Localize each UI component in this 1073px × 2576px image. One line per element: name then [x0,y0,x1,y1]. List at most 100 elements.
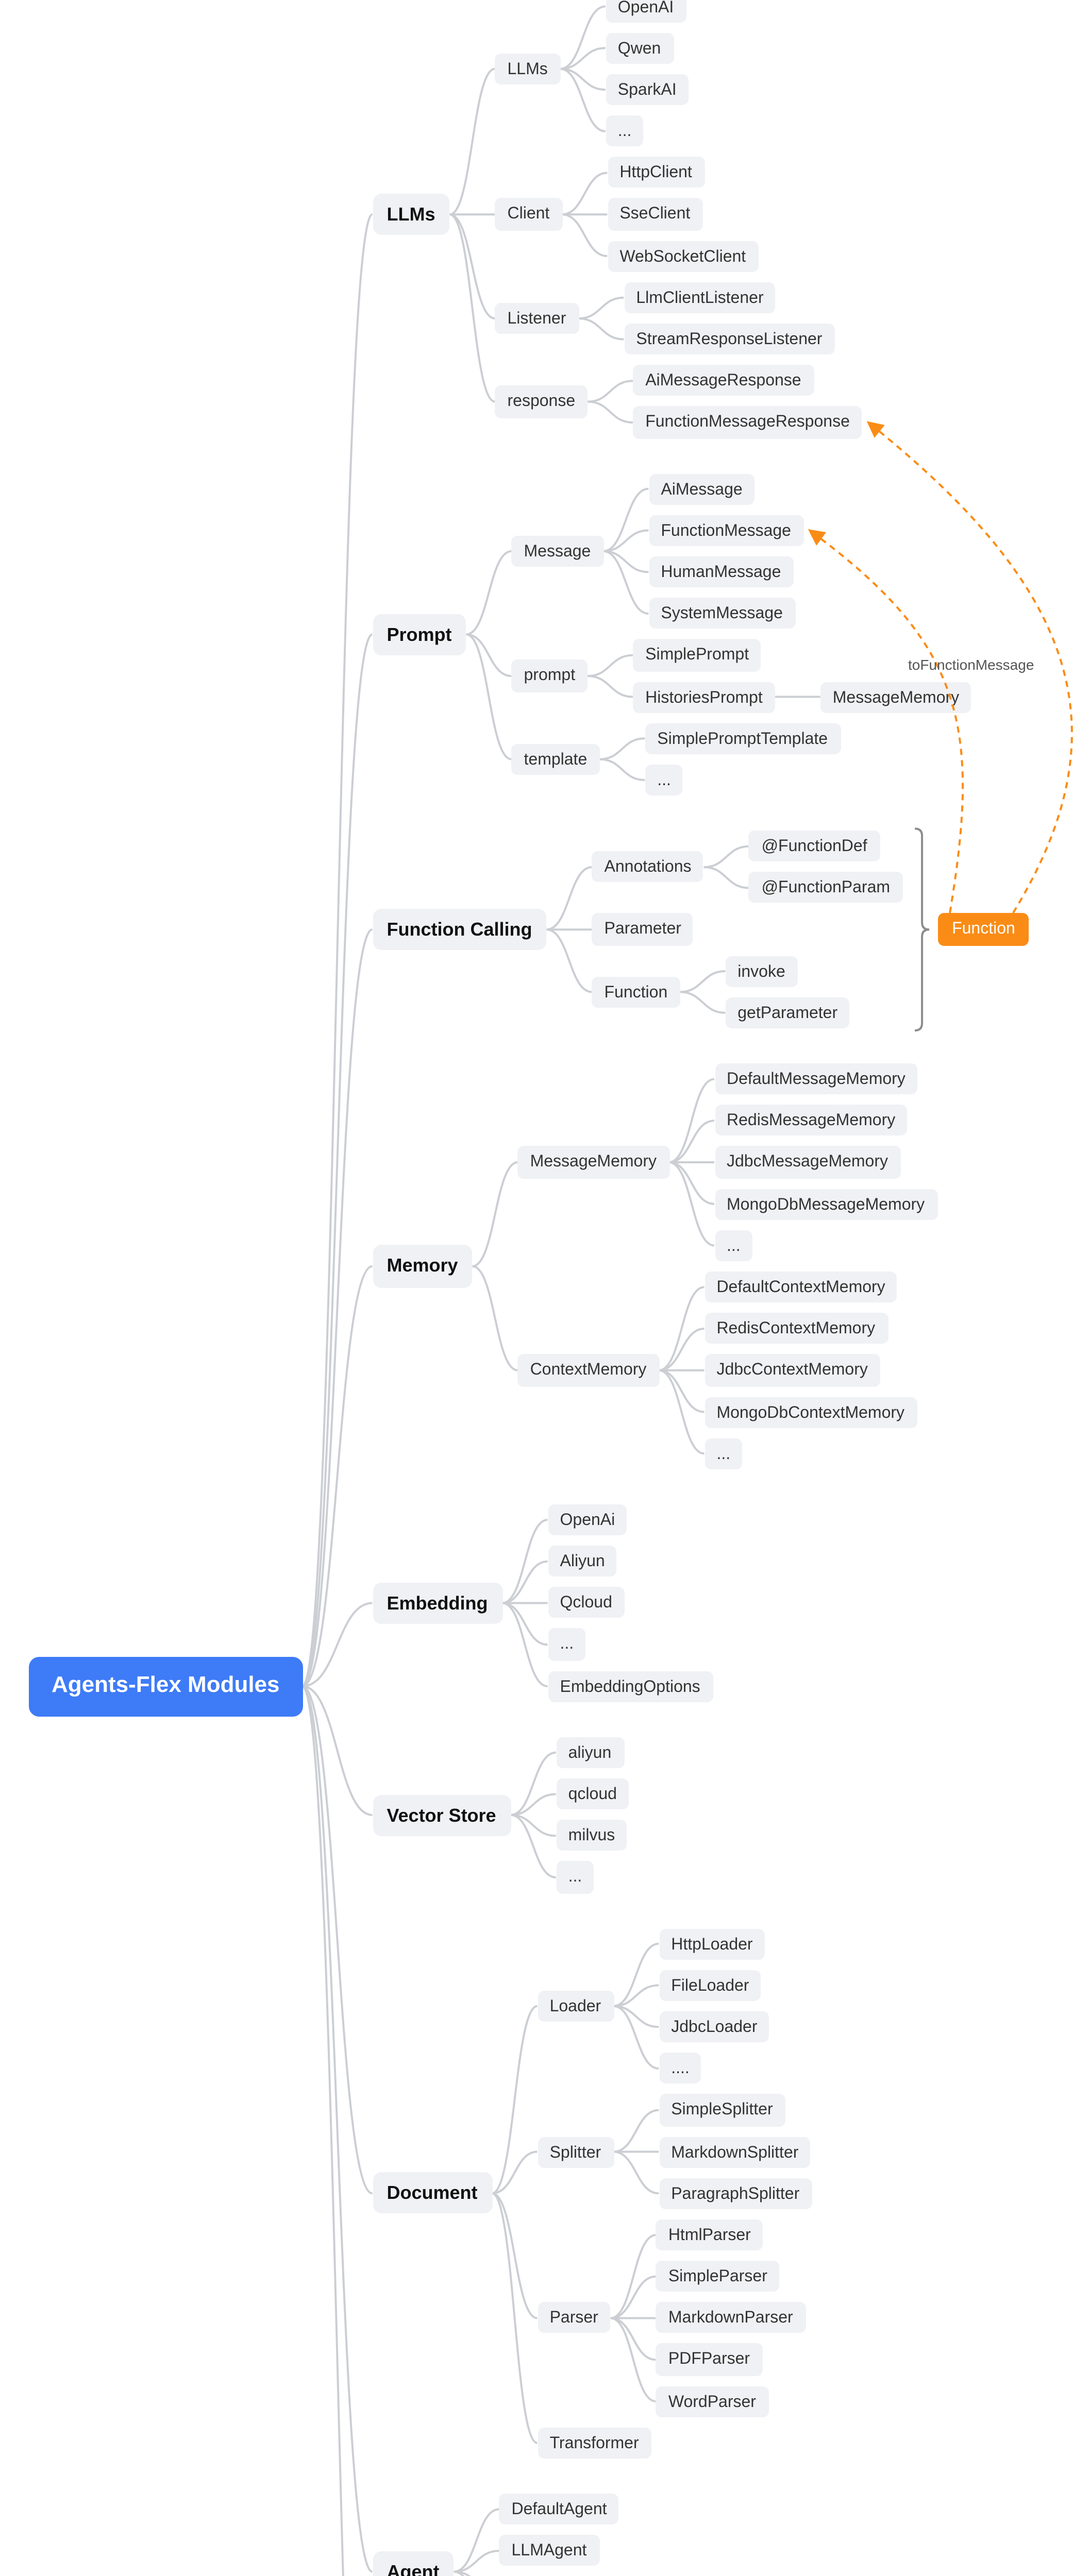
mindmap-node-parameter[interactable]: Parameter [592,913,694,945]
mindmap-node-prompt[interactable]: prompt [511,660,588,692]
mindmap-node-qcloud[interactable]: qcloud [556,1778,629,1810]
mindmap-node-getparameter[interactable]: getParameter [725,997,850,1029]
mindmap-node-mongodbcontextmemory[interactable]: MongoDbContextMemory [704,1396,917,1428]
mindmap-node-sseclient[interactable]: SseClient [607,198,703,230]
mindmap-node-document[interactable]: Document [372,2172,492,2214]
mindmap-node-aliyun[interactable]: Aliyun [547,1546,617,1578]
mindmap-node-ellipsis[interactable]: ... [605,115,644,147]
children-group: SimplePromptTemplate... [645,722,841,796]
mindmap-node-simplesplitter[interactable]: SimpleSplitter [659,2094,785,2126]
mindmap-node-transformer[interactable]: Transformer [537,2427,651,2459]
mindmap-node-messagememory[interactable]: MessageMemory [517,1146,669,1178]
mindmap-node-llmagent[interactable]: LLMAgent [499,2535,599,2567]
mindmap-node-markdownsplitter[interactable]: MarkdownSplitter [659,2136,811,2167]
mindmap-node-listener[interactable]: Listener [495,302,579,334]
mindmap-node-simpleprompttemplate[interactable]: SimplePromptTemplate [645,722,841,754]
mindmap-node-invoke[interactable]: invoke [725,955,798,987]
mindmap-node-fileloader[interactable]: FileLoader [659,1970,762,2001]
mindmap-node-prompt[interactable]: Prompt [372,613,466,656]
mindmap-node-contextmemory[interactable]: ContextMemory [517,1354,659,1386]
mindmap-node-aimessage[interactable]: AiMessage [648,473,755,505]
mindmap-node-simpleprompt[interactable]: SimplePrompt [633,639,762,671]
mindmap-node-response[interactable]: response [495,386,588,417]
mindmap-node-wordparser[interactable]: WordParser [656,2385,768,2417]
mindmap-node-template[interactable]: template [511,743,600,775]
mindmap-node-ellipsis[interactable]: ... [556,1861,595,1893]
mindmap-node-aimessageresponse[interactable]: AiMessageResponse [633,365,814,397]
children-group: invoke getParameter [725,955,850,1029]
mindmap-node-ellipsis[interactable]: ... [645,764,683,796]
mindmap-node-humanmessage[interactable]: HumanMessage [648,556,794,588]
mindmap-node-qcloud[interactable]: Qcloud [547,1587,625,1619]
mindmap-node-embedding[interactable]: Embedding [372,1582,502,1624]
mindmap-node-ellipsis[interactable]: .... [659,2053,702,2084]
mindmap-node-memory[interactable]: Memory [372,1245,473,1287]
mindmap-node-ellipsis[interactable]: ... [704,1437,743,1469]
mindmap-node-milvus[interactable]: milvus [556,1820,628,1852]
mindmap-node-ellipsis[interactable]: ... [547,1629,586,1660]
mindmap-node-annotations[interactable]: Annotations [592,851,704,883]
mindmap-node-httploader[interactable]: HttpLoader [659,1928,765,1960]
mindmap-node-loader[interactable]: Loader [537,1990,614,2022]
mindmap-node-htmlparser[interactable]: HtmlParser [656,2219,763,2251]
mindmap-node-openai[interactable]: OpenAI [605,0,686,22]
mindmap-node-paragraphsplitter[interactable]: ParagraphSplitter [659,2177,812,2209]
mindmap-node-systemmessage[interactable]: SystemMessage [648,598,795,630]
mindmap-node-llms[interactable]: LLMs [372,193,450,235]
mindmap-node-streamresponselistener[interactable]: StreamResponseListener [624,324,835,355]
mindmap-node-markdownparser[interactable]: MarkdownParser [656,2302,806,2334]
mindmap-node-functiondef[interactable]: @FunctionDef [749,831,880,862]
mindmap-node-functionmessageresponse[interactable]: FunctionMessageResponse [633,406,862,438]
mindmap-node-llms[interactable]: LLMs [495,53,560,84]
mindmap-node-embeddingoptions[interactable]: EmbeddingOptions [547,1670,713,1702]
mindmap-node-aliyun[interactable]: aliyun [556,1737,624,1769]
children-group: @FunctionDef @FunctionParam [749,831,903,904]
mindmap-node-simpleparser[interactable]: SimpleParser [656,2261,780,2293]
mindmap-node-llmclientlistener[interactable]: LlmClientListener [624,282,776,314]
children-group: DefaultAgentLLMAgentOutputParameter [499,2494,619,2576]
mindmap-node-function-calling[interactable]: Function Calling [372,908,547,951]
mindmap-node-redismessagememory[interactable]: RedisMessageMemory [714,1105,908,1137]
mindmap-node-historiesprompt[interactable]: HistoriesPrompt [633,681,775,713]
mindmap-node-client[interactable]: Client [495,198,562,230]
mindmap-node-rediscontextmemory[interactable]: RedisContextMemory [704,1313,888,1345]
mindmap-node-jdbcmessagememory[interactable]: JdbcMessageMemory [714,1146,900,1178]
mindmap-node-functionmessage[interactable]: FunctionMessage [648,515,803,546]
mindmap-node-parser[interactable]: Parser [537,2302,611,2334]
mindmap-node-agents-flex-modules[interactable]: Agents-Flex Modules [29,1656,303,1716]
mindmap-node-defaultcontextmemory[interactable]: DefaultContextMemory [704,1271,898,1303]
mindmap-node-openai[interactable]: OpenAi [547,1504,628,1536]
mindmap-node-defaultmessagememory[interactable]: DefaultMessageMemory [714,1063,918,1095]
mindmap-node-vector-store[interactable]: Vector Store [372,1794,511,1836]
mindmap-node-websocketclient[interactable]: WebSocketClient [607,240,759,272]
mindmap-node-agent[interactable]: Agent [372,2550,454,2576]
mindmap-node-sparkai[interactable]: SparkAI [605,74,689,106]
mindmap-node-functionparam[interactable]: @FunctionParam [749,872,903,904]
mindmap-node-messagememory[interactable]: MessageMemory [820,681,972,713]
mindmap-node-httpclient[interactable]: HttpClient [607,157,705,189]
mindmap-node-defaultagent[interactable]: DefaultAgent [499,2494,619,2525]
mindmap-node-ellipsis[interactable]: ... [714,1230,753,1261]
mindmap-node-function[interactable]: Function [592,976,680,1008]
mindmap-node-mongodbmessagememory[interactable]: MongoDbMessageMemory [714,1188,937,1220]
mindmap-node-pdfparser[interactable]: PDFParser [656,2344,763,2376]
mindmap-node-jdbcloader[interactable]: JdbcLoader [659,2011,770,2043]
function-callback-node[interactable]: Function [937,912,1030,946]
mindmap-node-qwen[interactable]: Qwen [605,32,674,64]
mindmap-node-jdbccontextmemory[interactable]: JdbcContextMemory [704,1354,880,1386]
mindmap-node-splitter[interactable]: Splitter [537,2136,614,2167]
mindmap-node-message[interactable]: Message [511,535,603,567]
